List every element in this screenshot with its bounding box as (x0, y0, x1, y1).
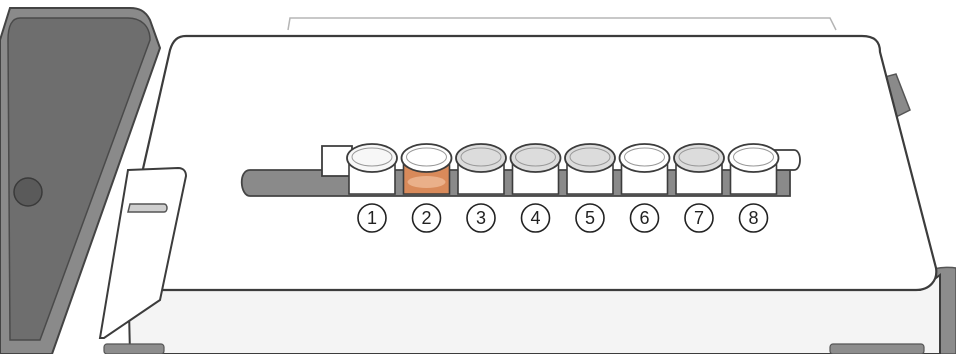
tube-6 (620, 144, 670, 194)
tube-number: 6 (639, 208, 649, 228)
tube-cap-rim (461, 148, 501, 166)
tube-8 (729, 144, 779, 194)
tube-1 (347, 144, 397, 194)
tube-number: 3 (476, 208, 486, 228)
tube-label-7: 7 (685, 204, 713, 232)
liquid-highlight (408, 176, 446, 188)
tube-3 (456, 144, 506, 194)
tube-number: 1 (367, 208, 377, 228)
tube-number: 7 (694, 208, 704, 228)
foot-right (830, 344, 924, 354)
tube-cap-rim (734, 148, 774, 166)
tube-cap-rim (407, 148, 447, 166)
tube-cap-rim (352, 148, 392, 166)
tube-number: 8 (748, 208, 758, 228)
tube-4 (511, 144, 561, 194)
tube-label-5: 5 (576, 204, 604, 232)
tube-7 (674, 144, 724, 194)
tube-5 (565, 144, 615, 194)
tube-label-3: 3 (467, 204, 495, 232)
tube-cap-rim (679, 148, 719, 166)
back-tray-outline (288, 18, 836, 30)
tube-cap-rim (570, 148, 610, 166)
tube-label-4: 4 (522, 204, 550, 232)
tube-number: 4 (530, 208, 540, 228)
side-bracket-slot (128, 204, 167, 212)
tube-label-6: 6 (631, 204, 659, 232)
tube-cap-rim (625, 148, 665, 166)
tube-2 (402, 144, 452, 194)
tube-label-1: 1 (358, 204, 386, 232)
left-panel-knob (14, 178, 42, 206)
foot-left (104, 344, 164, 354)
tube-number: 5 (585, 208, 595, 228)
tube-label-8: 8 (740, 204, 768, 232)
tube-cap-rim (516, 148, 556, 166)
tube-label-2: 2 (413, 204, 441, 232)
tube-number: 2 (421, 208, 431, 228)
